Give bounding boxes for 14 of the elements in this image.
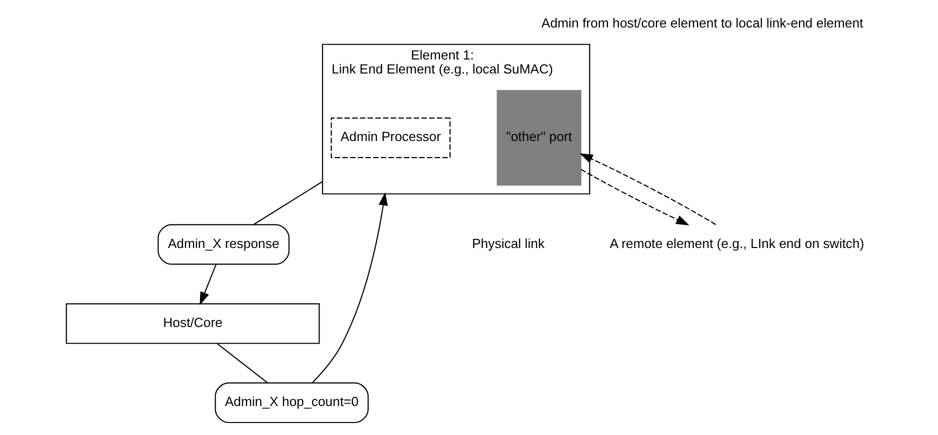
diagram-title: Admin from host/core element to local link-end element — [541, 15, 864, 30]
arrow — [580, 153, 716, 226]
node-text: A remote element (e.g., LInk end on switch) — [610, 236, 864, 251]
node-box: Host/Core — [66, 303, 320, 344]
arrow — [200, 264, 216, 306]
arrow — [312, 192, 388, 384]
connector — [216, 343, 268, 384]
node-box: Admin Processor — [330, 117, 451, 158]
connector — [253, 181, 323, 226]
node-box: "other" port — [496, 90, 582, 186]
label: Physical link — [472, 236, 545, 251]
node-box: Admin_X hop_count=0 — [214, 382, 369, 424]
node-box: Admin_X response — [158, 224, 290, 265]
arrow — [580, 168, 690, 226]
